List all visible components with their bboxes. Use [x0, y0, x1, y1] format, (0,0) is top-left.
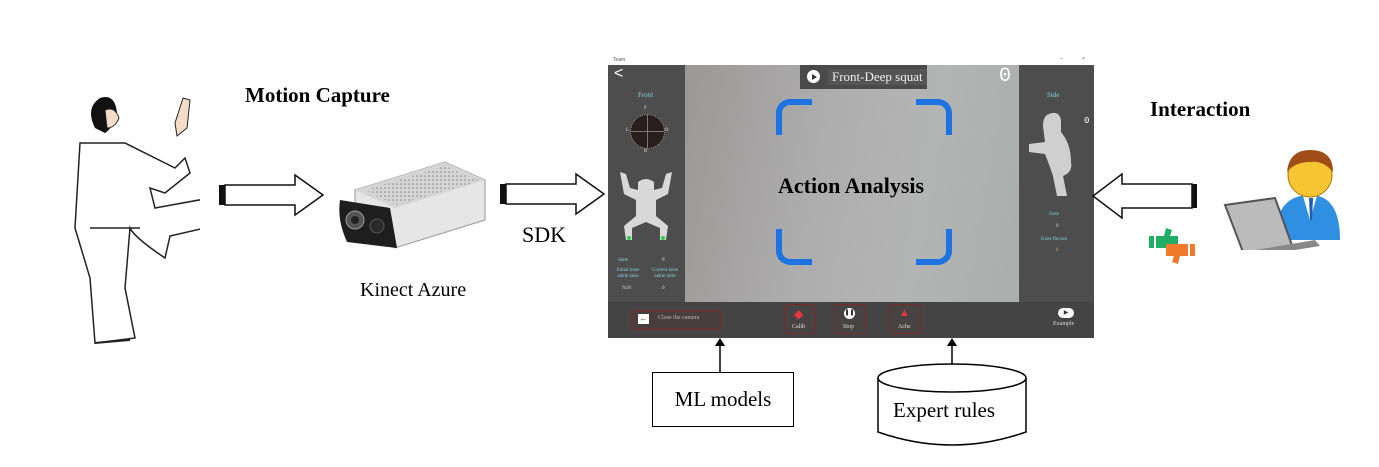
front-view-panel: < Front F L R B State 0 Initial knee ank…	[608, 65, 685, 302]
bottom-toolbar: ← Close the camera ◆ Calib ❚❚ Stop ▲ Ach…	[608, 302, 1094, 338]
sdk-label: SDK	[522, 222, 567, 247]
kinect-azure-label: Kinect Azure	[360, 279, 467, 301]
camera-view: Front-Deep squat 0 Action Analysis	[685, 65, 1019, 302]
focus-corner-bottom-left	[776, 229, 812, 265]
tai-chi-figure-illustration	[74, 97, 200, 344]
front-state-value: 0	[662, 258, 665, 263]
knee-flexion-value: 0	[1056, 248, 1059, 253]
focus-corner-top-left	[776, 99, 812, 135]
motion-capture-label: Motion Capture	[245, 83, 390, 107]
front-squat-silhouette-icon	[620, 172, 672, 240]
back-button[interactable]: <	[614, 65, 624, 82]
side-state-label: State	[1049, 212, 1059, 217]
initial-ratio-label: Initial knee ankle ratio	[616, 268, 640, 279]
video-play-icon: ▶	[1058, 308, 1074, 318]
pause-icon: ❚❚	[844, 308, 855, 319]
ache-button[interactable]: ▲ Ache	[889, 304, 921, 334]
exit-arrow-icon: ←	[638, 314, 649, 324]
exercise-title-bar: Front-Deep squat	[800, 65, 927, 89]
side-squat-silhouette-icon	[1029, 112, 1072, 196]
ache-label: Ache	[898, 324, 911, 330]
ml-models-box: ML models	[652, 372, 794, 427]
focus-corner-bottom-right	[916, 229, 952, 265]
rules-to-app-arrow-icon	[947, 338, 957, 364]
window-titlebar: Team – ×	[608, 55, 1094, 65]
current-ratio-label: Current knee ankle ratio	[652, 268, 678, 279]
expert-rules-database-icon	[877, 363, 1027, 446]
window-title: Team	[613, 57, 626, 63]
side-state-value: 0	[1056, 224, 1059, 229]
example-label: Example	[1053, 321, 1075, 327]
alarm-icon: ▲	[899, 307, 910, 319]
expert-rules-label: Expert rules	[893, 398, 996, 422]
stop-label: Stop	[843, 324, 855, 330]
kinect-azure-device-icon	[339, 161, 486, 249]
arrow-to-app-icon	[500, 172, 606, 216]
compass-left-label: L	[626, 128, 630, 133]
minimize-button[interactable]: –	[1060, 56, 1063, 62]
crosshair-icon: ◆	[794, 307, 804, 321]
arrow-to-kinect-icon	[219, 173, 325, 217]
feedback-thumbs-icon	[1149, 228, 1195, 264]
ml-models-label: ML models	[674, 387, 772, 411]
ml-to-app-arrow-icon	[715, 338, 725, 373]
rep-counter: 0	[999, 65, 1012, 88]
user-at-laptop-icon	[1223, 150, 1340, 250]
front-state-label: State	[618, 258, 628, 263]
compass-right-label: R	[665, 128, 669, 133]
stop-button[interactable]: ❚❚ Stop	[834, 304, 866, 334]
play-exercise-button[interactable]	[807, 70, 820, 83]
calib-label: Calib	[792, 324, 805, 330]
close-camera-button[interactable]: ← Close the camera	[631, 310, 721, 330]
exercise-title: Front-Deep squat	[828, 69, 927, 85]
close-camera-label: Close the camera	[658, 315, 700, 321]
example-button[interactable]: ▶ Example	[1052, 308, 1082, 334]
initial-ratio-value: NaN	[622, 286, 632, 291]
focus-corner-top-right	[916, 99, 952, 135]
side-view-panel: Side 0 State 0 Knee flexion 0	[1019, 65, 1094, 302]
arrow-from-user-icon	[1091, 172, 1197, 220]
current-ratio-value: 0	[662, 286, 665, 291]
compass-front-label: F	[644, 106, 647, 111]
side-heading: Side	[1047, 91, 1060, 99]
interaction-label: Interaction	[1150, 97, 1251, 121]
app-window: Team – × < Front F L R B State 0 Initial…	[608, 55, 1094, 338]
calib-button[interactable]: ◆ Calib	[784, 304, 816, 334]
compass-back-label: B	[644, 149, 648, 154]
close-window-button[interactable]: ×	[1082, 56, 1085, 62]
side-counter: 0	[1084, 116, 1090, 126]
knee-flexion-label: Knee flexion	[1041, 237, 1067, 242]
action-analysis-label: Action Analysis	[778, 173, 925, 198]
orientation-compass	[630, 114, 665, 149]
front-heading: Front	[638, 91, 654, 99]
